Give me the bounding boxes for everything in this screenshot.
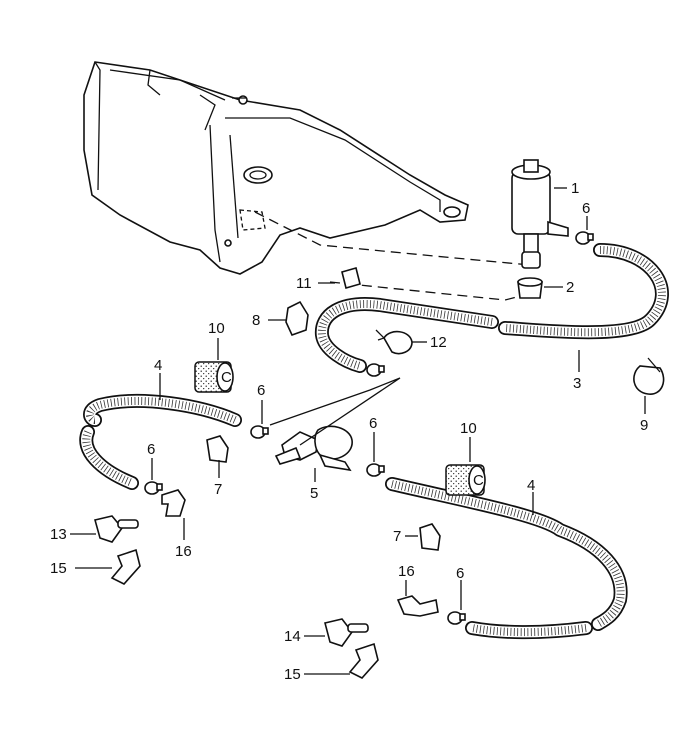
label-13: 13	[50, 526, 67, 543]
label-3: 3	[573, 375, 581, 392]
clamp-12	[383, 330, 413, 355]
label-8: 8	[252, 312, 260, 329]
label-12: 12	[430, 334, 447, 351]
clamp-6-f	[366, 363, 385, 377]
clamp-6-d	[366, 463, 385, 477]
label-1: 1	[571, 180, 579, 197]
dashed-leader-pump	[254, 211, 531, 266]
clip-8	[285, 300, 309, 336]
washer-pump	[511, 159, 569, 269]
label-2: 2	[566, 279, 574, 296]
part-number-labels: 1 2 3 4 4 5 6 6 6 6 6 7 7 8 9 10 10 11 1…	[50, 180, 648, 683]
label-7-a: 7	[214, 481, 222, 498]
label-15-a: 15	[50, 560, 67, 577]
label-6-c: 6	[147, 441, 155, 458]
label-6-d: 6	[369, 415, 377, 432]
bracket-15-b	[348, 642, 379, 679]
label-11: 11	[296, 275, 312, 292]
clamp-6-e	[447, 611, 466, 625]
holder-7-a	[206, 435, 229, 463]
label-10-b: 10	[460, 420, 477, 437]
label-9: 9	[640, 417, 648, 434]
svg-text:C: C	[473, 472, 484, 489]
label-6-e: 6	[456, 565, 464, 582]
check-valve	[274, 425, 353, 472]
label-4-left: 4	[154, 357, 162, 374]
label-15-b: 15	[284, 666, 301, 683]
label-14: 14	[284, 628, 301, 645]
valve-leader-lines	[269, 377, 401, 446]
spacer-10-b: C	[445, 464, 486, 496]
label-6-a: 6	[582, 200, 590, 217]
label-10-a: 10	[208, 320, 225, 337]
washer-jet-14	[324, 618, 369, 647]
label-16-a: 16	[175, 543, 192, 560]
label-16-b: 16	[398, 563, 415, 580]
hose-3	[314, 243, 669, 373]
elbow-16-a	[161, 489, 186, 517]
label-4-right: 4	[527, 477, 535, 494]
washer-reservoir	[83, 61, 469, 275]
clamp-6-a	[575, 231, 594, 245]
spacer-10-a: C	[194, 361, 234, 393]
leader-lines	[70, 187, 646, 675]
elbow-16-b	[396, 595, 439, 617]
bracket-15-a	[110, 548, 141, 585]
svg-text:C: C	[221, 369, 232, 386]
hose-4-right	[385, 477, 628, 640]
washer-jet-13	[94, 515, 139, 543]
bracket-11	[341, 267, 361, 289]
clamp-6-c	[144, 481, 163, 495]
label-7-b: 7	[393, 528, 401, 545]
label-6-b: 6	[257, 382, 265, 399]
holder-7-b	[419, 523, 441, 551]
label-5: 5	[310, 485, 318, 502]
clamp-6-b	[250, 425, 269, 439]
clip-9	[633, 365, 665, 395]
hose-4-left	[79, 394, 242, 490]
